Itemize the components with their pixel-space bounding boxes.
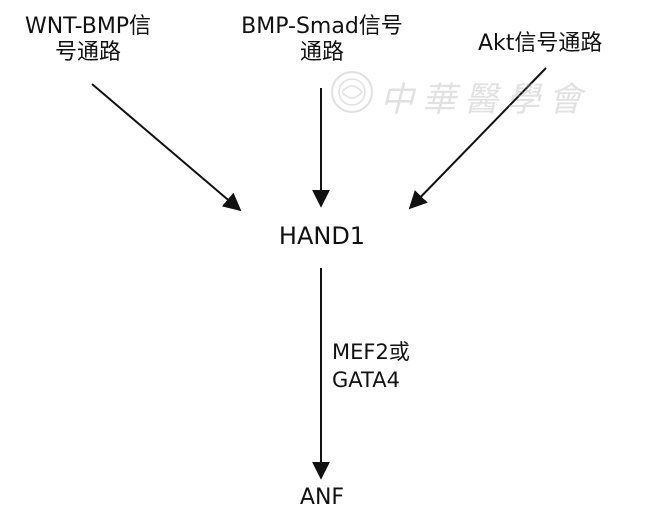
seal-icon xyxy=(331,71,373,113)
node-label-line: Akt信号通路 xyxy=(478,31,603,56)
edge-label-mef2-gata4: MEF2或 GATA4 xyxy=(332,338,410,394)
node-bmp-smad-pathway: BMP-Smad信号 通路 xyxy=(222,14,422,66)
edge-label-line: GATA4 xyxy=(332,368,400,392)
node-label-line: BMP-Smad信号 xyxy=(241,14,403,39)
node-label: ANF xyxy=(299,485,345,510)
arrow-wnt-to-hand1 xyxy=(91,83,242,212)
node-label-line: 通路 xyxy=(299,40,344,65)
watermark-seal: 中華醫學會 xyxy=(328,68,608,120)
node-hand1: HAND1 xyxy=(262,222,382,250)
node-akt-pathway: Akt信号通路 xyxy=(478,31,644,57)
edge-label-line: MEF2或 xyxy=(332,340,410,364)
watermark-text: 中華醫學會 xyxy=(380,80,590,120)
arrow-akt-to-hand1 xyxy=(408,67,547,210)
node-label-line: WNT-BMP信 xyxy=(24,14,152,39)
node-label-line: 号通路 xyxy=(54,40,121,65)
node-anf: ANF xyxy=(292,484,352,512)
node-label: HAND1 xyxy=(278,222,366,250)
node-wnt-bmp-pathway: WNT-BMP信 号通路 xyxy=(8,14,168,66)
